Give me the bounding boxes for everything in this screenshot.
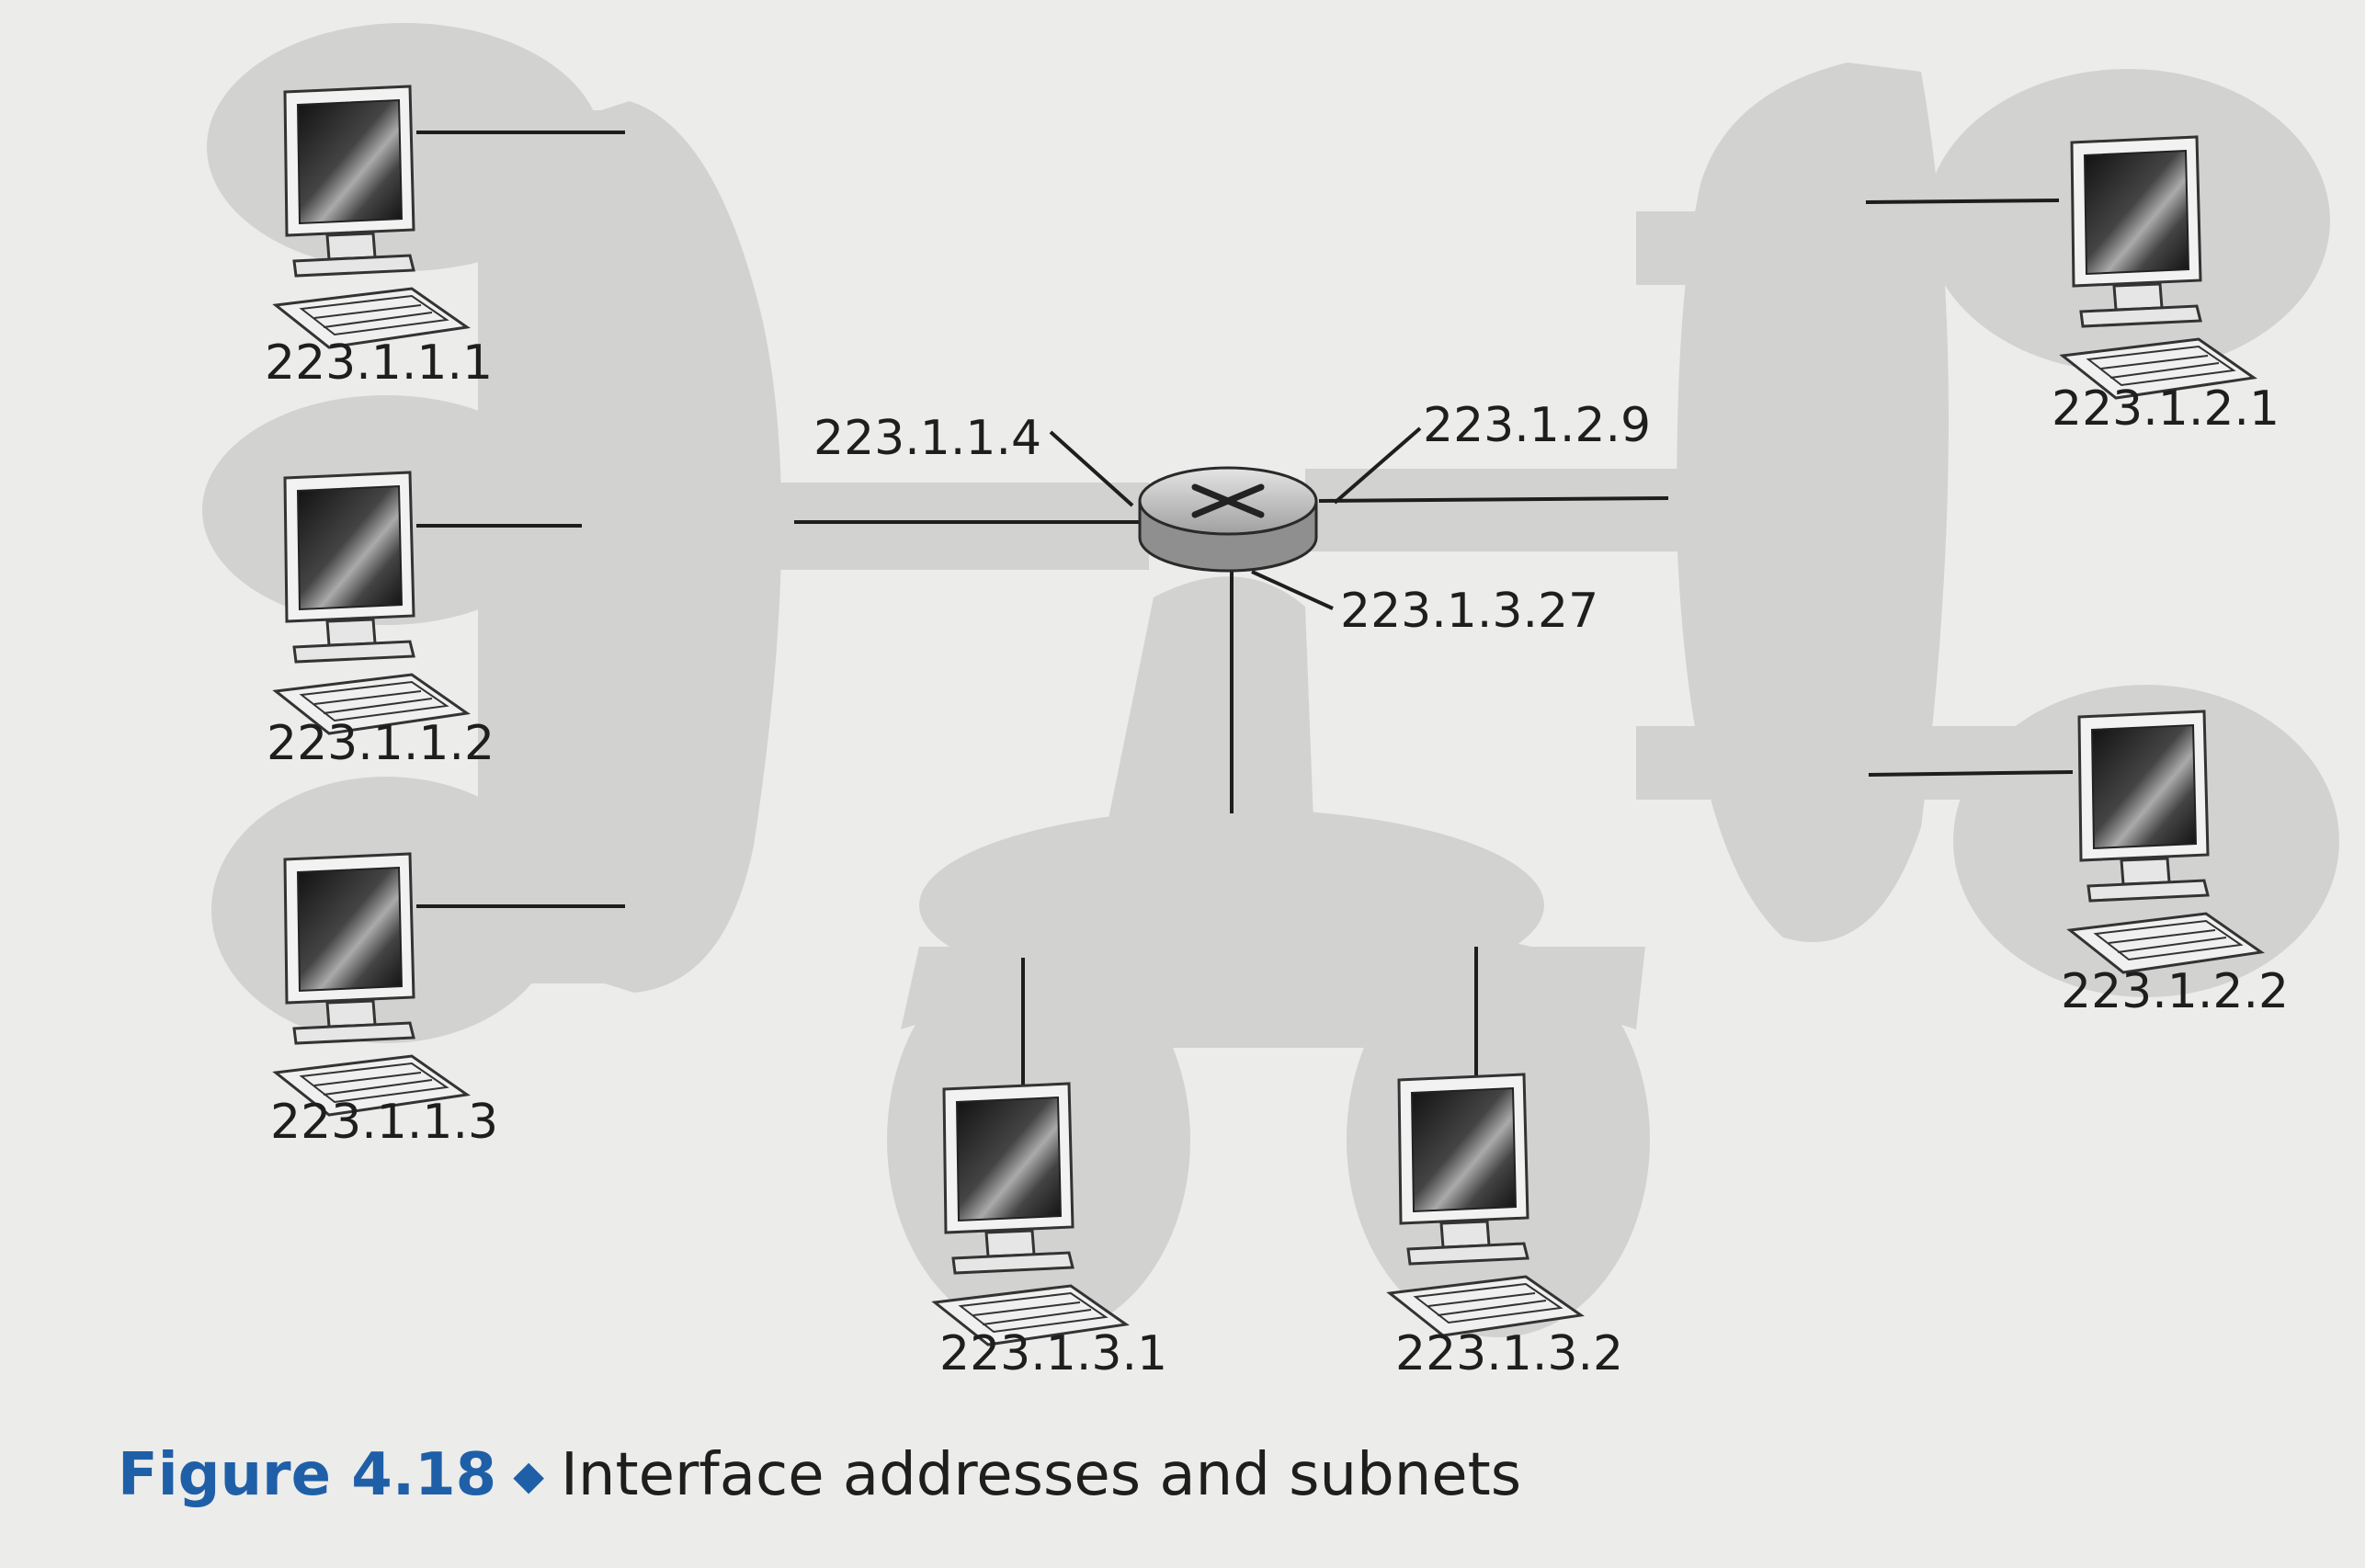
router-interface-bottom: 223.1.3.27: [1340, 584, 1598, 639]
router: [1138, 466, 1318, 573]
router-interface-left: 223.1.1.4: [813, 411, 1041, 466]
host-label-h3: 223.1.1.3: [270, 1095, 498, 1150]
host-label-h1: 223.1.1.1: [265, 335, 493, 391]
host-label-h7: 223.1.3.2: [1395, 1326, 1623, 1381]
subnet-223-1-2: [1305, 62, 2339, 997]
links: [416, 131, 2074, 1094]
host-label-h2: 223.1.1.2: [267, 716, 495, 771]
host-label-h6: 223.1.3.1: [939, 1326, 1167, 1381]
caption-text: Interface addresses and subnets: [561, 1441, 1522, 1509]
host-label-h4: 223.1.2.1: [2052, 381, 2280, 437]
router-arrows-icon: [1191, 483, 1265, 518]
diamond-icon: ◆: [513, 1452, 545, 1499]
router-interface-right: 223.1.2.9: [1423, 398, 1651, 453]
figure-number: Figure 4.18: [118, 1441, 497, 1509]
host-label-h5: 223.1.2.2: [2061, 964, 2289, 1019]
figure-caption: Figure 4.18 ◆ Interface addresses and subn…: [118, 1441, 1521, 1509]
